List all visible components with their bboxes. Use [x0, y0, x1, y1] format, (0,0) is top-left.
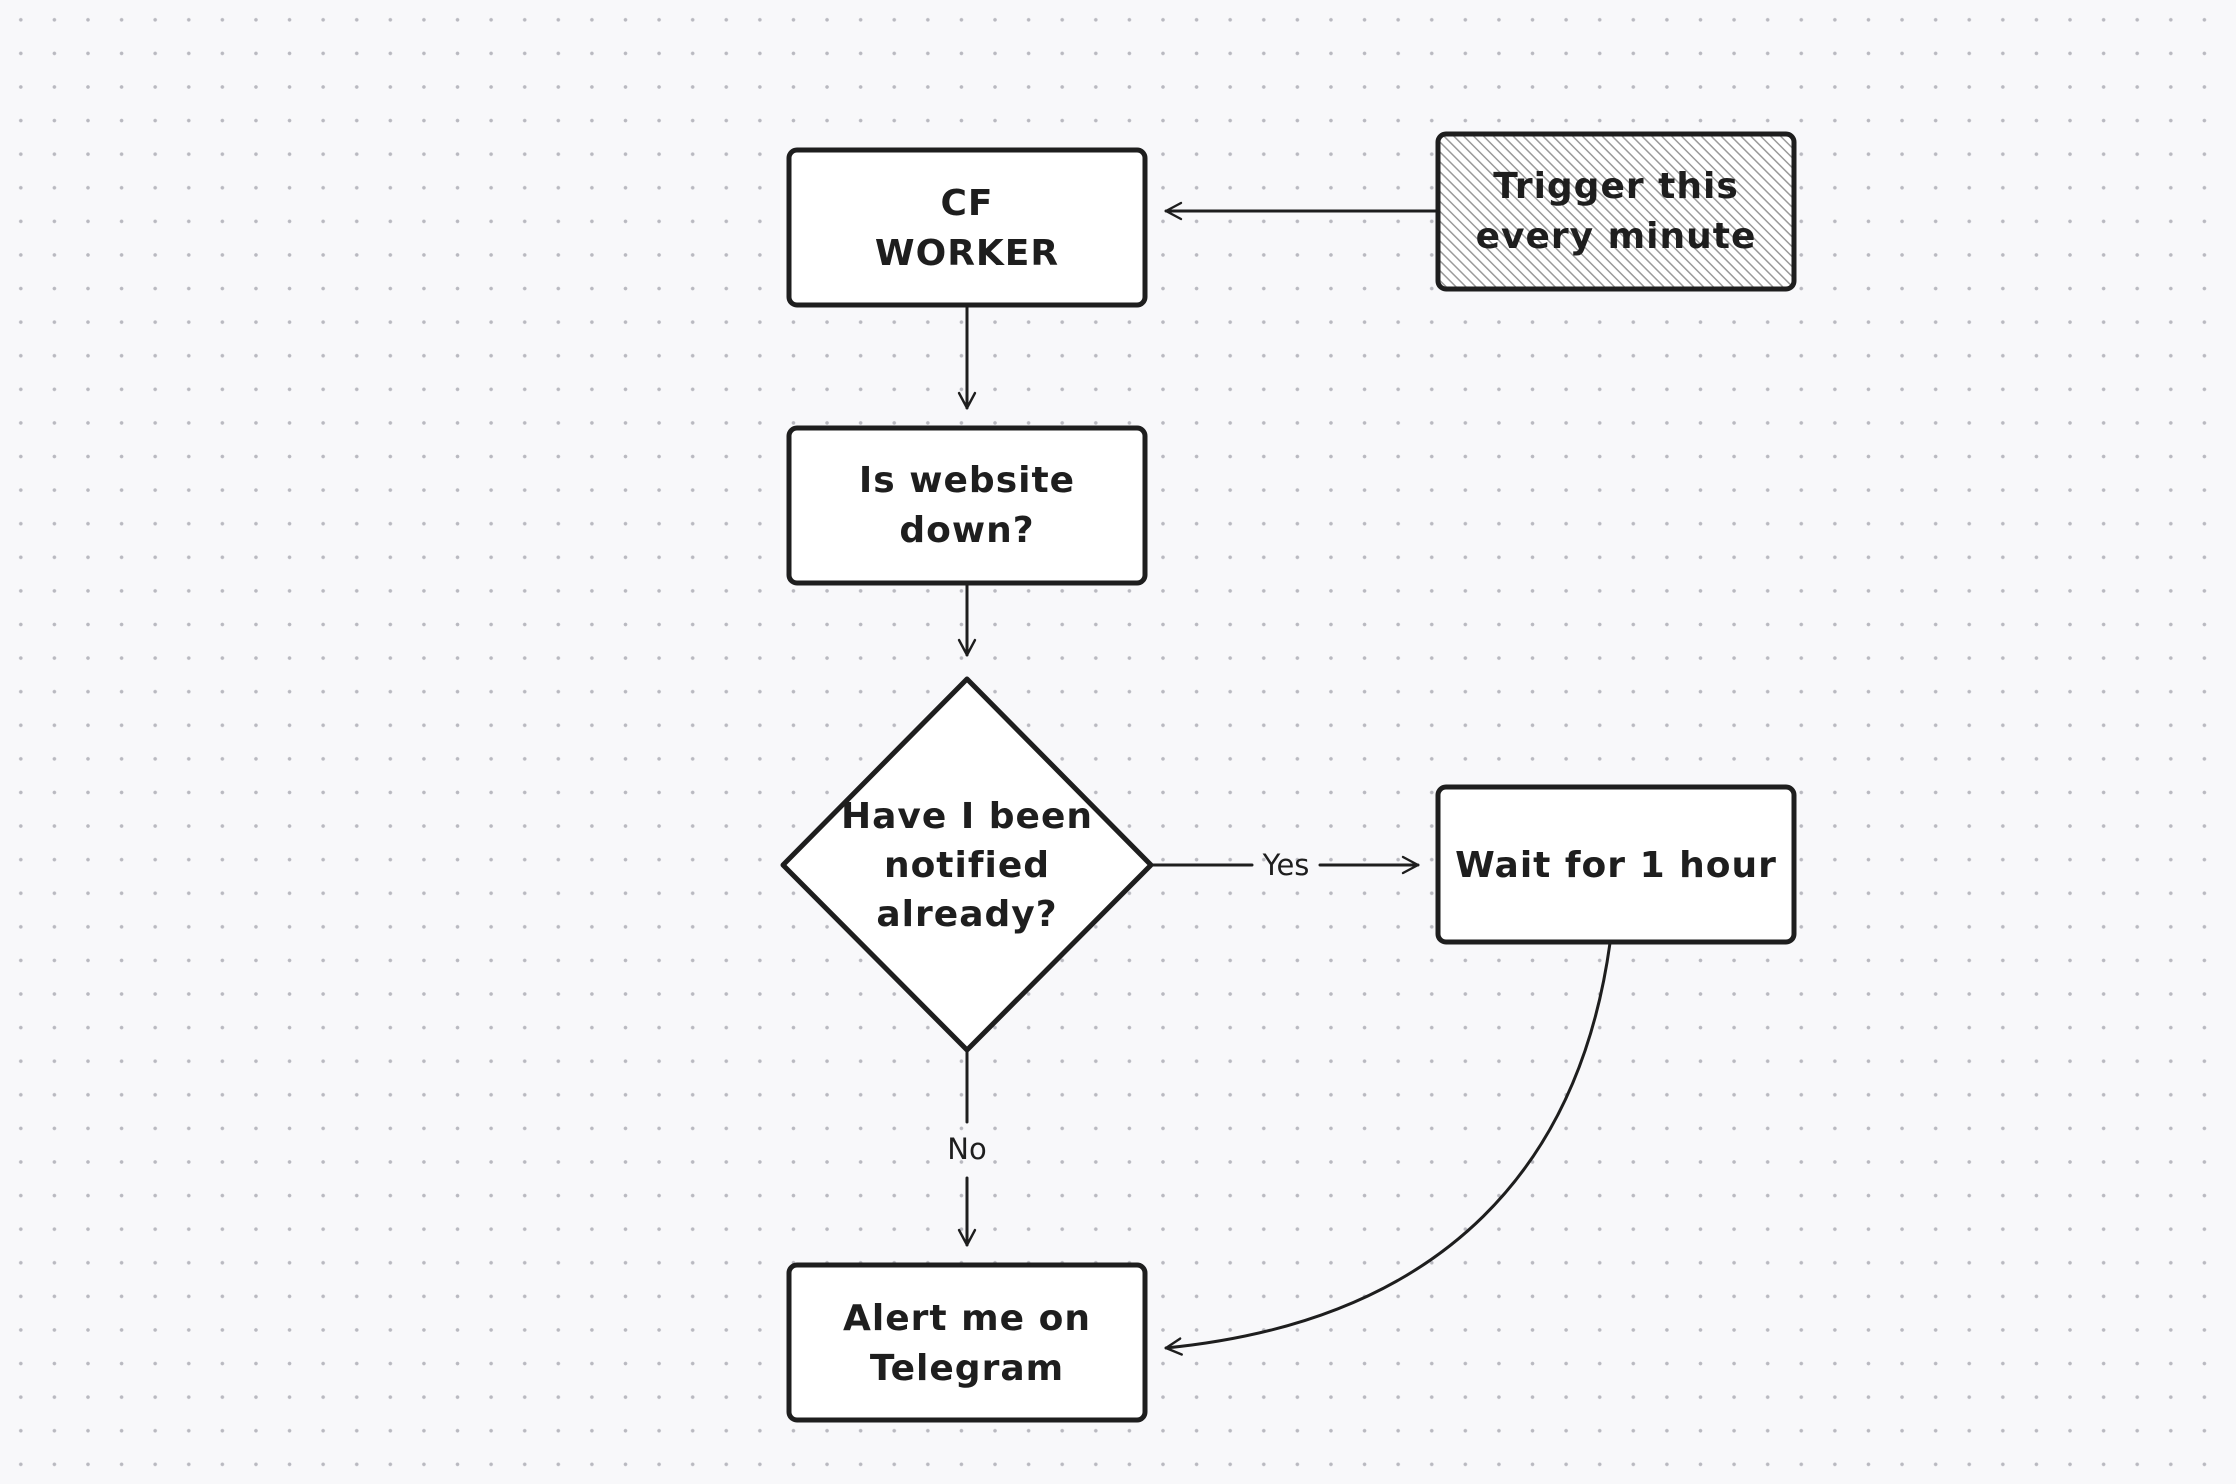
node-notified-line-1: Have I been — [841, 796, 1093, 837]
node-cf-worker[interactable]: CF WORKER — [786, 147, 1148, 308]
node-cf-worker-line-2: WORKER — [875, 233, 1059, 274]
node-trigger[interactable]: Trigger this every minute — [1435, 131, 1797, 292]
node-cf-worker-line-1: CF — [940, 183, 993, 224]
node-wait[interactable]: Wait for 1 hour — [1435, 784, 1797, 945]
node-alert[interactable]: Alert me on Telegram — [786, 1262, 1148, 1423]
node-notified-line-2: notified — [884, 845, 1050, 886]
node-cf-worker-shape — [786, 147, 1148, 308]
node-wait-line-1: Wait for 1 hour — [1455, 845, 1777, 886]
node-notified-decision[interactable]: Have I been notified already? — [780, 676, 1154, 1053]
edge-label-yes: Yes — [1262, 848, 1310, 882]
edges — [957, 201, 1612, 1356]
node-is-website-down-line-1: Is website — [859, 460, 1075, 501]
node-is-website-down-line-2: down? — [899, 510, 1034, 551]
node-trigger-line-1: Trigger this — [1493, 166, 1739, 207]
node-alert-line-1: Alert me on — [843, 1298, 1091, 1339]
edge-wait-to-alert[interactable] — [1164, 941, 1612, 1356]
node-trigger-shape — [1435, 131, 1797, 292]
node-notified-line-3: already? — [876, 894, 1057, 935]
node-is-website-down-shape — [786, 425, 1148, 586]
node-notified-decision-shape — [780, 676, 1154, 1053]
node-alert-line-2: Telegram — [870, 1348, 1064, 1389]
edge-label-no: No — [947, 1132, 986, 1166]
node-wait-shape — [1435, 784, 1797, 945]
node-trigger-line-2: every minute — [1476, 216, 1757, 257]
node-is-website-down[interactable]: Is website down? — [786, 425, 1148, 586]
node-alert-shape — [786, 1262, 1148, 1423]
